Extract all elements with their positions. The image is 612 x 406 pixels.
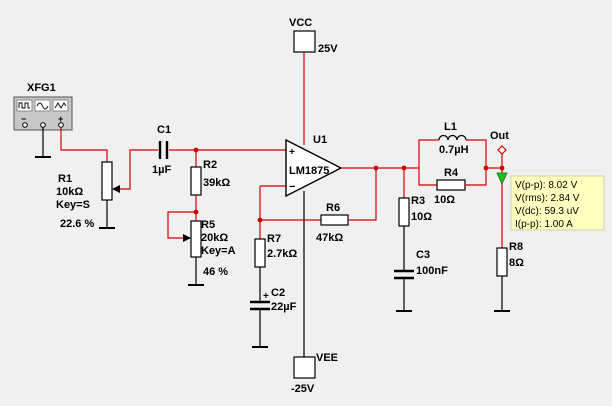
opamp-u1[interactable]: U1 LM1875 + −	[285, 134, 343, 198]
inductor-l1[interactable]: L1 0.7µH	[438, 121, 469, 156]
opamp-plus-sign: +	[289, 147, 295, 158]
r3-value: 10Ω	[411, 211, 432, 223]
probe-arrow-icon	[496, 172, 508, 185]
c3-value: 100nF	[416, 265, 448, 277]
sine-wave-icon-glyph	[36, 102, 49, 110]
wire-r6-to-output	[348, 168, 377, 221]
r1-value: 10kΩ	[56, 186, 83, 198]
r1-percent: 22.6 %	[60, 218, 94, 230]
xfg1-label: XFG1	[27, 82, 56, 94]
r5-ref: R5	[201, 219, 215, 231]
junction-output-merge	[483, 165, 489, 171]
r5-body	[190, 220, 202, 258]
wire-l1-r4-merge	[465, 139, 487, 186]
probe-readout-box	[510, 175, 605, 231]
r1-ref: R1	[58, 173, 72, 185]
probe-vpp: V(p-p): 8.02 V	[515, 180, 578, 191]
probe-vdc: V(dc): 59.3 uV	[515, 206, 579, 217]
c1-value: 1µF	[152, 164, 171, 176]
resistor-r8[interactable]: R8 8Ω	[496, 241, 524, 277]
r5-key: Key=A	[201, 245, 236, 257]
output-label: Out	[490, 130, 509, 142]
r1-body	[101, 161, 113, 201]
capacitor-c3[interactable]: C3 100nF	[394, 249, 448, 280]
resistor-r7[interactable]: R7 2.7kΩ	[254, 233, 297, 268]
resistor-r6[interactable]: R6 47kΩ	[316, 202, 349, 244]
wire-xfg1-to-r1	[60, 127, 108, 162]
opamp-ref: U1	[313, 134, 327, 146]
potentiometer-r5[interactable]: R5 20kΩ Key=A 46 %	[190, 219, 236, 278]
r7-ref: R7	[267, 233, 281, 245]
r2-value: 39kΩ	[203, 177, 230, 189]
vcc-label: VCC	[289, 17, 312, 29]
r3-body	[398, 197, 410, 227]
c2-value: 22µF	[271, 301, 297, 313]
l1-ref: L1	[444, 121, 457, 133]
vee-supply[interactable]: VEE -25V	[291, 352, 338, 395]
l1-value: 0.7µH	[439, 144, 469, 156]
opamp-triangle	[285, 138, 343, 198]
vcc-value: 25V	[318, 43, 338, 55]
vee-label: VEE	[316, 352, 338, 364]
r8-value: 8Ω	[509, 257, 524, 269]
probe-vrms: V(rms): 2.84 V	[515, 193, 580, 204]
wire-r1-wiper-to-c1	[112, 149, 158, 190]
r1-key: Key=S	[56, 199, 90, 211]
resistor-r2[interactable]: R2 39kΩ	[190, 159, 230, 196]
r3-ref: R3	[411, 195, 425, 207]
r4-value: 10Ω	[434, 194, 455, 206]
output-connector[interactable]	[497, 145, 507, 155]
wire-r5-wiper-loop	[167, 211, 196, 239]
r2-ref: R2	[203, 159, 217, 171]
r6-value: 47kΩ	[316, 232, 343, 244]
r4-body	[436, 179, 466, 191]
square-wave-icon	[16, 99, 33, 112]
opamp-minus-sign: −	[289, 181, 295, 193]
r1-wiper-arrow	[112, 185, 120, 193]
c2-polarity: +	[263, 291, 269, 302]
triangle-wave-icon	[52, 99, 69, 112]
triangle-wave-icon-glyph	[54, 102, 67, 109]
l1-coil	[438, 134, 467, 141]
r6-body	[320, 214, 349, 226]
resistor-r4[interactable]: R4 10Ω	[434, 167, 466, 206]
junction-output-feedback	[373, 165, 379, 171]
r8-body	[496, 247, 508, 277]
measurement-probe[interactable]: V(p-p): 8.02 V V(rms): 2.84 V V(dc): 59.…	[496, 172, 605, 231]
wire-to-r4	[418, 168, 437, 186]
r5-percent: 46 %	[203, 266, 228, 278]
resistor-r3[interactable]: R3 10Ω	[398, 195, 432, 227]
r7-body	[254, 238, 266, 268]
vcc-source-symbol	[293, 30, 316, 53]
function-generator-xfg1[interactable]: XFG1 − +	[13, 82, 73, 131]
r2-body	[190, 166, 202, 196]
potentiometer-r1[interactable]: R1 10kΩ Key=S 22.6 %	[56, 161, 113, 230]
xfg1-plus-terminal-label: +	[58, 114, 63, 124]
xfg1-terminal-plus[interactable]	[58, 122, 64, 128]
capacitor-c2[interactable]: + C2 22µF	[250, 287, 297, 313]
r8-ref: R8	[509, 241, 523, 253]
vee-source-symbol	[293, 356, 316, 379]
r4-ref: R4	[444, 167, 459, 179]
opamp-part: LM1875	[289, 165, 329, 177]
vee-value: -25V	[291, 383, 315, 395]
xfg1-minus-terminal-label: −	[21, 114, 26, 124]
square-wave-icon-glyph	[18, 102, 30, 109]
r6-ref: R6	[326, 202, 340, 214]
c3-ref: C3	[416, 249, 430, 261]
r5-wiper-arrow	[183, 234, 191, 242]
c1-ref: C1	[157, 124, 171, 136]
c2-ref: C2	[271, 287, 285, 299]
xfg1-terminal-common[interactable]	[40, 122, 46, 128]
r5-value: 20kΩ	[201, 232, 228, 244]
xfg1-terminal-minus[interactable]	[22, 122, 28, 128]
capacitor-c1[interactable]: C1 1µF	[152, 124, 171, 176]
wire-to-l1	[418, 139, 439, 168]
vcc-supply[interactable]: VCC 25V	[289, 17, 338, 55]
probe-ipp: I(p-p): 1.00 A	[515, 219, 573, 230]
r7-value: 2.7kΩ	[267, 248, 297, 260]
